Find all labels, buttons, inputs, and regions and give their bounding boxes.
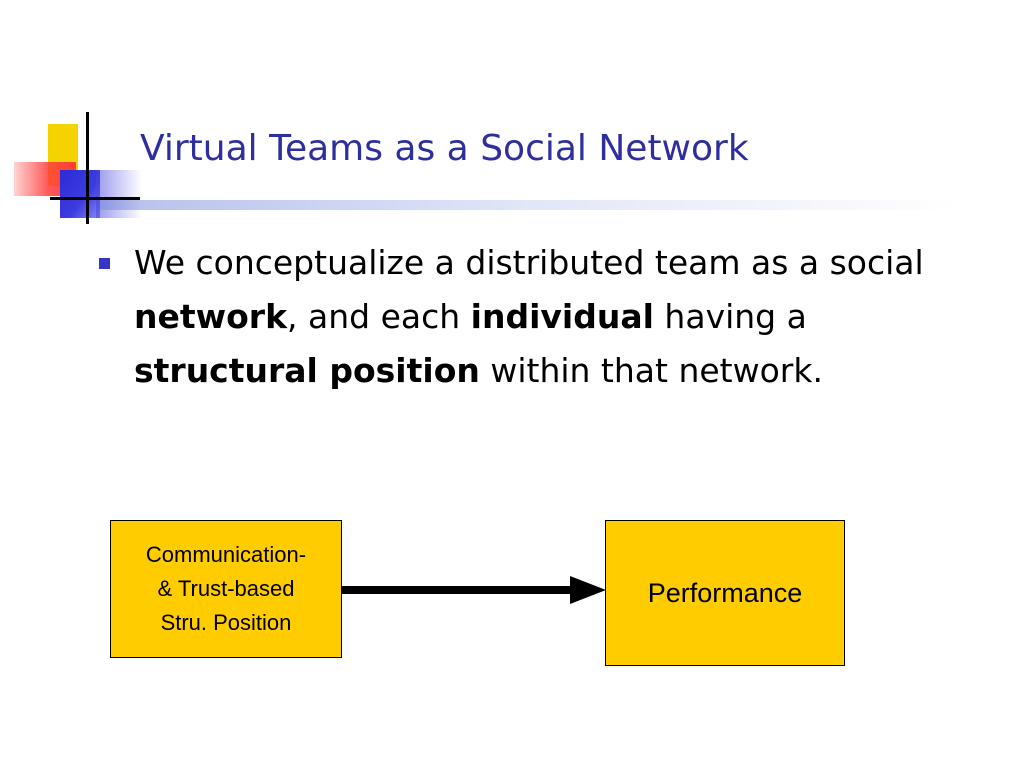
source-box-line: Stru. Position — [160, 610, 292, 635]
bullet-paragraph: We conceptualize a distributed team as a… — [134, 236, 934, 398]
bullet-text-segment: within that network. — [479, 351, 823, 390]
ornament-vertical-line — [86, 112, 89, 224]
source-box: Communication- & Trust-based Stru. Posit… — [110, 520, 342, 658]
bullet-text-segment: having a — [653, 297, 807, 336]
bullet-text-segment: We conceptualize a distributed team as a… — [134, 243, 924, 282]
bullet-bold-individual: individual — [470, 297, 654, 336]
title-ornament — [0, 0, 160, 240]
source-box-line: Communication- — [145, 542, 307, 567]
slide-title: Virtual Teams as a Social Network — [140, 128, 749, 169]
source-box-line: & Trust-based — [157, 576, 295, 601]
flow-arrow — [342, 576, 606, 604]
bullet-text-segment: , and each — [287, 297, 471, 336]
title-underline-rule — [100, 200, 960, 210]
bullet-bold-network: network — [134, 297, 288, 336]
ornament-blue-fade — [96, 170, 142, 218]
ornament-blue-square — [60, 170, 100, 218]
bullet-bold-structural-position: structural position — [134, 351, 480, 390]
ornament-horizontal-line — [50, 197, 140, 200]
target-box: Performance — [605, 520, 845, 666]
source-box-text: Communication- & Trust-based Stru. Posit… — [146, 538, 306, 640]
target-box-label: Performance — [647, 577, 803, 608]
arrow-head — [570, 576, 606, 604]
bullet-square-icon — [99, 258, 110, 269]
